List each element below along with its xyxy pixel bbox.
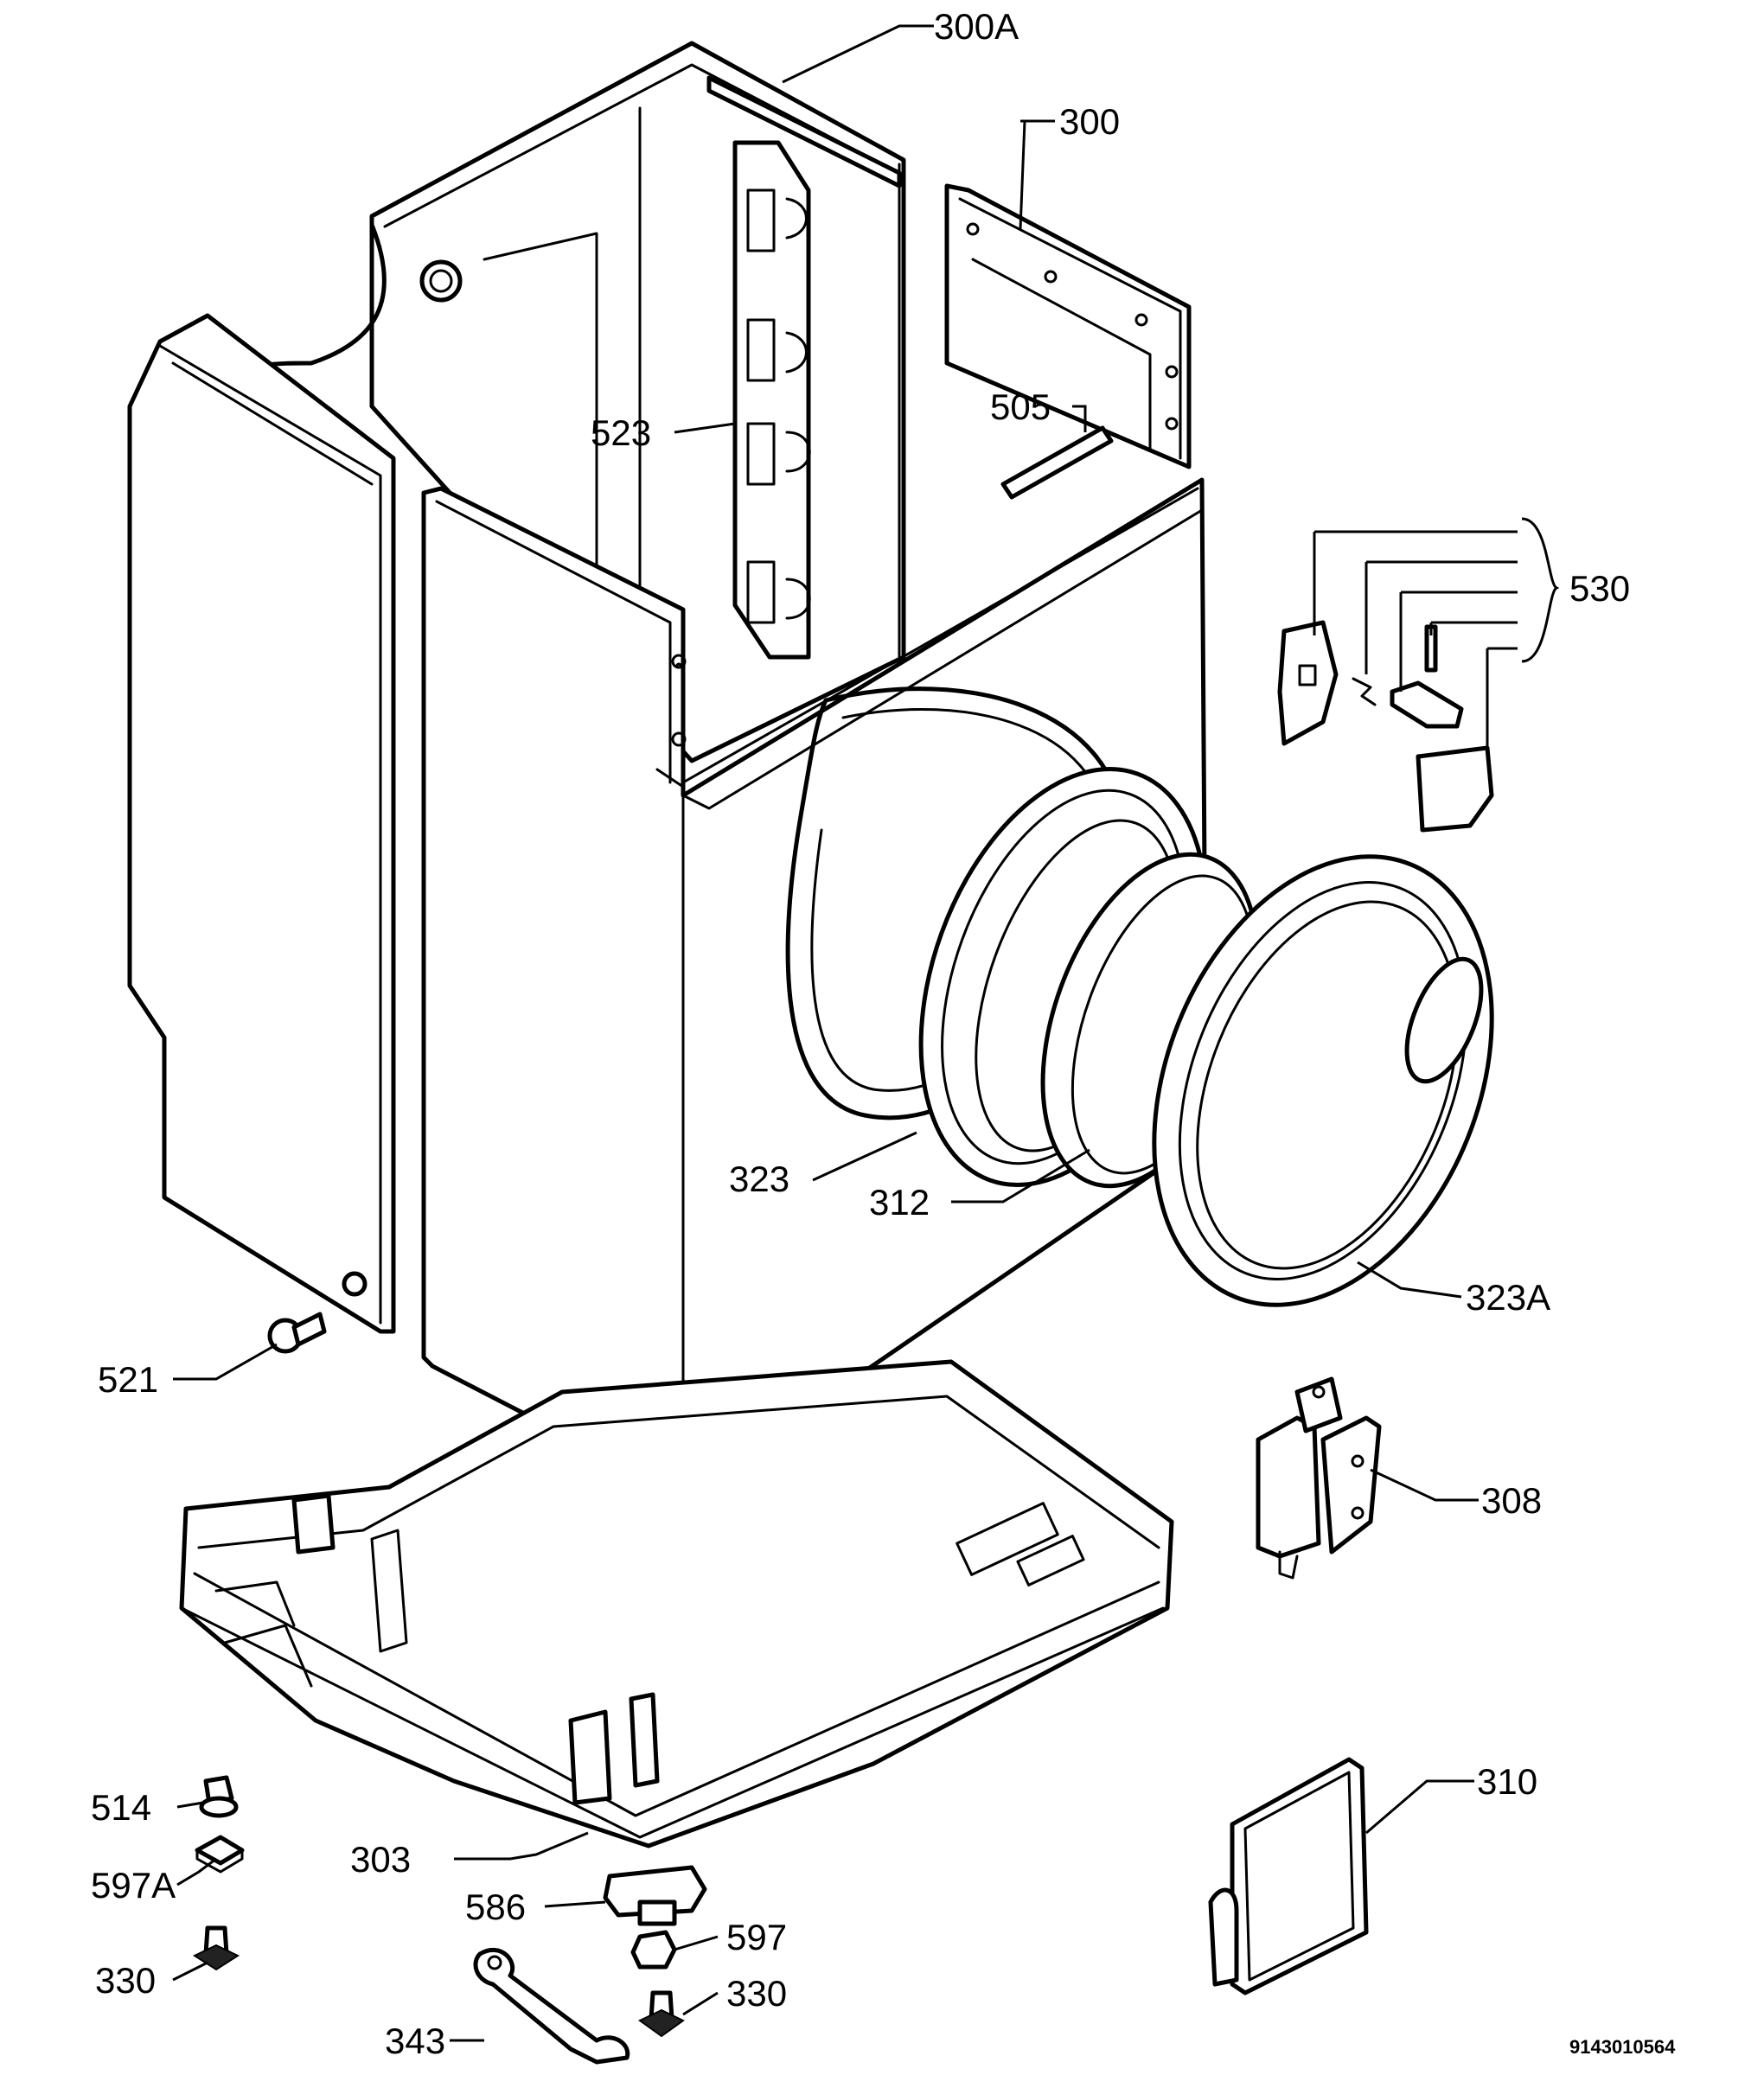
label-597A: 597A: [91, 1865, 176, 1906]
bolt-part-330-left: [192, 1925, 240, 1971]
label-514: 514: [91, 1787, 151, 1828]
foot-part-586: [603, 1865, 707, 1926]
base-frame-part-303: [179, 1359, 1174, 1848]
leader-lines: [172, 24, 1560, 2042]
nut-part-597A: [195, 1835, 245, 1874]
door-ring-part-323A: [1152, 854, 1494, 1307]
label-530: 530: [1569, 568, 1630, 609]
bolt-part-330-right: [638, 1990, 685, 2038]
left-side-panel: [127, 313, 396, 1334]
nut-part-597: [630, 1930, 677, 1970]
document-number: 9143010564: [1569, 2036, 1676, 2058]
hinge-strip-part-523: [732, 140, 811, 660]
front-cabinet: [421, 477, 1209, 1498]
label-330-left: 330: [95, 1960, 156, 2001]
label-323: 323: [729, 1159, 789, 1199]
wrench-part-343: [473, 1947, 630, 2065]
label-586: 586: [465, 1887, 526, 1927]
label-308: 308: [1481, 1480, 1542, 1521]
door-lock-part-308: [1256, 1376, 1382, 1580]
screw-part-514: [199, 1775, 239, 1818]
side-frame-part-300: [944, 183, 1192, 469]
hinge-kit-part-530: [1277, 620, 1494, 833]
screw-part-521: [267, 1312, 327, 1354]
label-523: 523: [591, 412, 651, 453]
label-323A: 323A: [1466, 1277, 1550, 1318]
label-505: 505: [990, 386, 1051, 427]
pin-part-505: [1000, 425, 1114, 500]
label-597: 597: [726, 1917, 787, 1957]
label-343: 343: [385, 2021, 445, 2061]
label-303: 303: [350, 1839, 411, 1880]
label-300A: 300A: [934, 6, 1019, 47]
label-300: 300: [1059, 101, 1120, 142]
label-330-right: 330: [726, 1973, 787, 2014]
label-521: 521: [98, 1359, 158, 1400]
label-310: 310: [1477, 1761, 1537, 1802]
filter-door-part-310: [1208, 1757, 1369, 1995]
label-312: 312: [869, 1182, 930, 1223]
